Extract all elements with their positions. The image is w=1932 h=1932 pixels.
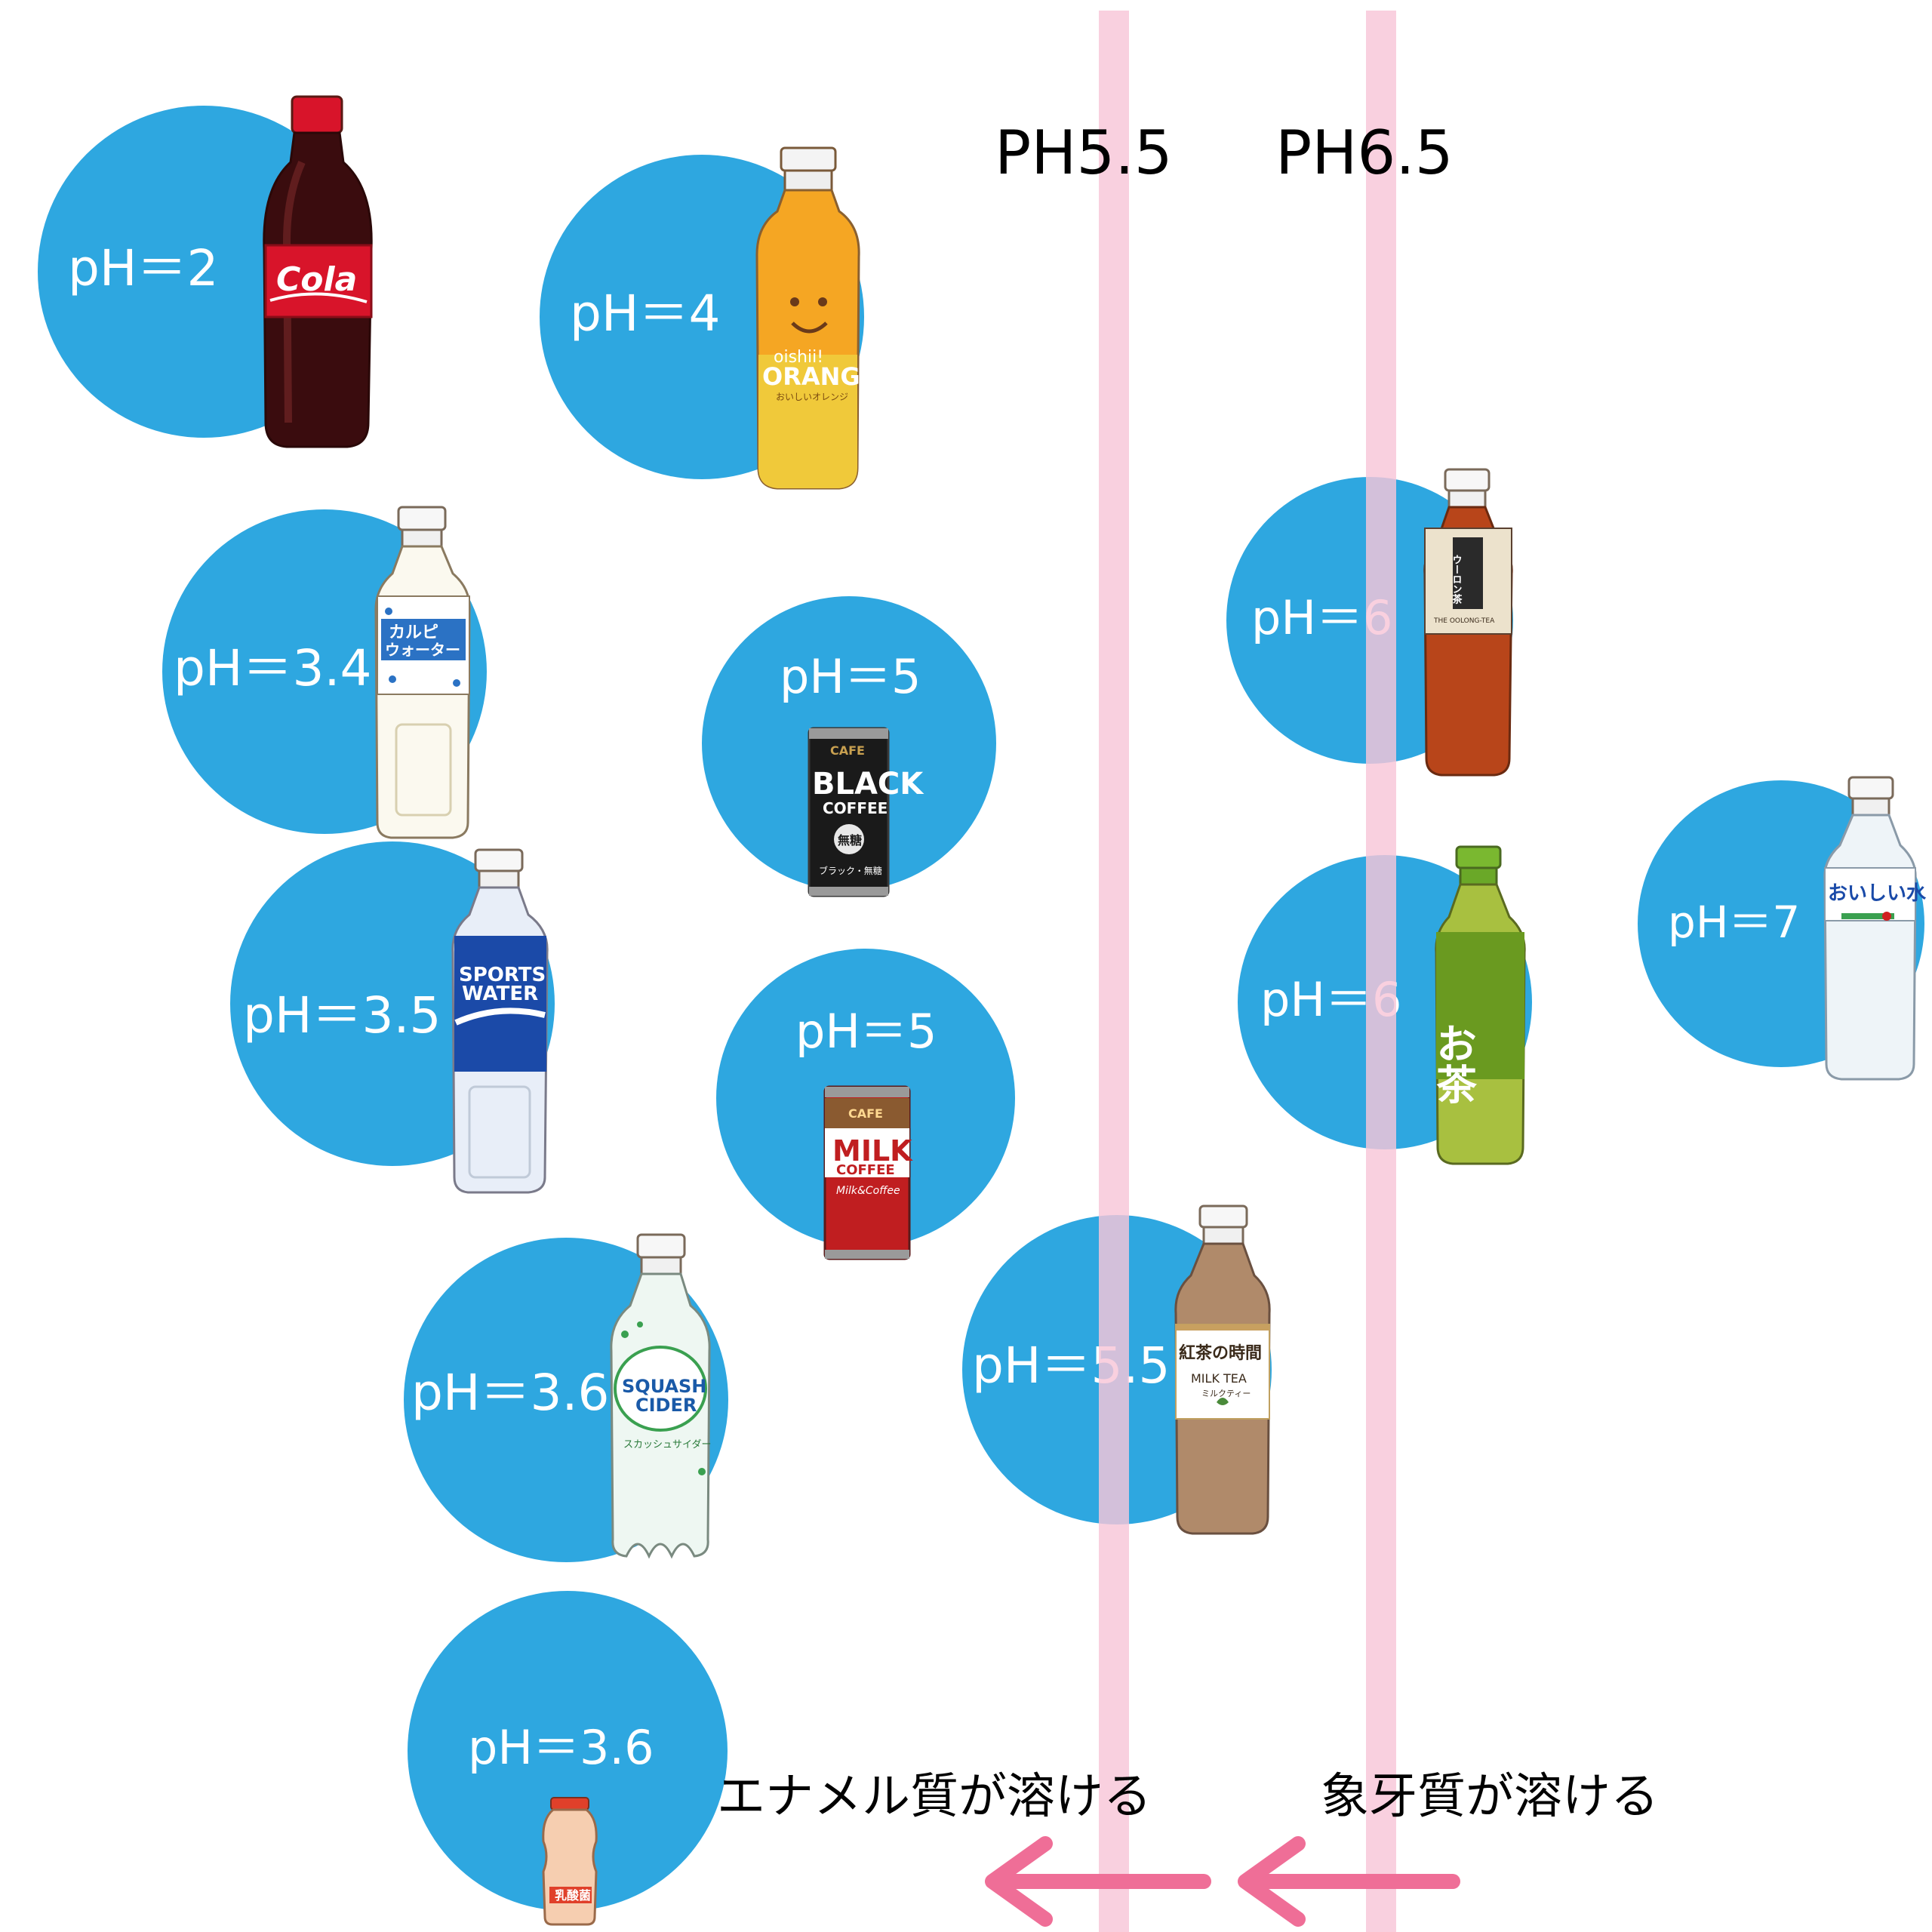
oolong-bottle-illustration: ウーロン茶 THE OOLONG-TEA — [1423, 468, 1513, 777]
orange-brand-jp: おいしいオレンジ — [776, 392, 848, 402]
threshold-line-ph-6-5 — [1366, 11, 1396, 1932]
ph-label: pH＝2 — [68, 239, 219, 297]
ph-label: pH＝3.6 — [411, 1364, 610, 1422]
milk-coffee-sub: Milk&Coffee — [836, 1185, 900, 1197]
arrow-enamel — [985, 1836, 1211, 1927]
threshold-line-ph-5-5 — [1099, 11, 1129, 1932]
squash-brand-jp: スカッシュサイダー — [623, 1439, 711, 1451]
ph-circle — [408, 1591, 728, 1911]
milk-tea-jp: ミルクティー — [1201, 1389, 1251, 1398]
sports-brand-1: SPORTS — [459, 964, 546, 986]
black-coffee-coffee: COFFEE — [823, 799, 888, 817]
threshold-label-ph-5-5: PH5.5 — [995, 118, 1173, 188]
water-bottle-illustration: おいしい水 — [1823, 776, 1927, 1081]
orange-brand: ORANGE — [762, 362, 877, 391]
milk-coffee-can-illustration: CAFE MILK COFFEE Milk&Coffee — [823, 1085, 913, 1260]
yakult-bottle-illustration: 乳酸菌 — [542, 1797, 598, 1926]
calpis-brand-2: ウォーター — [385, 641, 460, 659]
black-coffee-black: BLACK — [812, 767, 924, 801]
milk-coffee-milk: MILK — [832, 1134, 913, 1168]
milk-coffee-cafe: CAFE — [848, 1106, 883, 1121]
ph-label: pH＝4 — [570, 285, 721, 343]
milk-tea-brand: 紅茶の時間 — [1179, 1343, 1262, 1363]
oolong-sub: THE OOLONG-TEA — [1433, 617, 1495, 625]
squash-brand-1: SQUASH — [622, 1376, 706, 1397]
ph-label: pH＝5.5 — [972, 1337, 1171, 1395]
black-coffee-mutou: 無糖 — [838, 833, 862, 848]
water-brand: おいしい水 — [1828, 882, 1927, 905]
milk-tea-bottle-illustration: 紅茶の時間 MILK TEA ミルクティー — [1174, 1204, 1271, 1535]
orange-brand-small: oishii! — [774, 348, 823, 367]
black-coffee-can-illustration: CAFE BLACK COFFEE 無糖 ブラック・無糖 — [808, 727, 924, 897]
ph-label: pH＝5 — [780, 649, 921, 704]
black-coffee-sub: ブラック・無糖 — [819, 865, 882, 876]
milk-coffee-coffee: COFFEE — [836, 1162, 895, 1178]
green-tea-brand: お茶 — [1429, 1023, 1477, 1104]
yakult-label: 乳酸菌 — [555, 1888, 591, 1903]
drink-yakult: pH＝3.6 — [408, 1591, 728, 1911]
green-tea-bottle-illustration: お茶 — [1429, 845, 1526, 1165]
squash-brand-2: CIDER — [635, 1395, 697, 1416]
sports-brand-2: WATER — [462, 983, 538, 1005]
milk-tea-name: MILK TEA — [1191, 1371, 1247, 1386]
calpis-bottle-illustration: カルピ ウォーター — [374, 506, 471, 839]
cola-bottle-illustration: Cola — [263, 95, 373, 448]
ph-label: pH＝3.6 — [468, 1720, 654, 1775]
black-coffee-cafe: CAFE — [830, 743, 865, 758]
enamel-note: エナメル質が溶ける — [717, 1769, 1152, 1825]
orange-bottle-illustration: oishii! ORANGE おいしいオレンジ — [755, 146, 877, 490]
ph-label: pH＝7 — [1668, 897, 1800, 948]
sports-water-bottle-illustration: SPORTS WATER — [451, 848, 549, 1194]
ph-label: pH＝3.5 — [243, 986, 441, 1044]
squash-cider-bottle-illustration: SQUASH CIDER スカッシュサイダー — [610, 1233, 711, 1559]
calpis-brand-1: カルピ — [389, 623, 438, 642]
oolong-brand: ウーロン茶 — [1451, 555, 1463, 605]
ph-label: pH＝3.4 — [174, 639, 372, 697]
dentin-note: 象牙質が溶ける — [1321, 1769, 1659, 1825]
arrow-dentin — [1238, 1836, 1460, 1927]
ph-label: pH＝5 — [795, 1004, 937, 1059]
threshold-label-ph-6-5: PH6.5 — [1275, 118, 1454, 188]
